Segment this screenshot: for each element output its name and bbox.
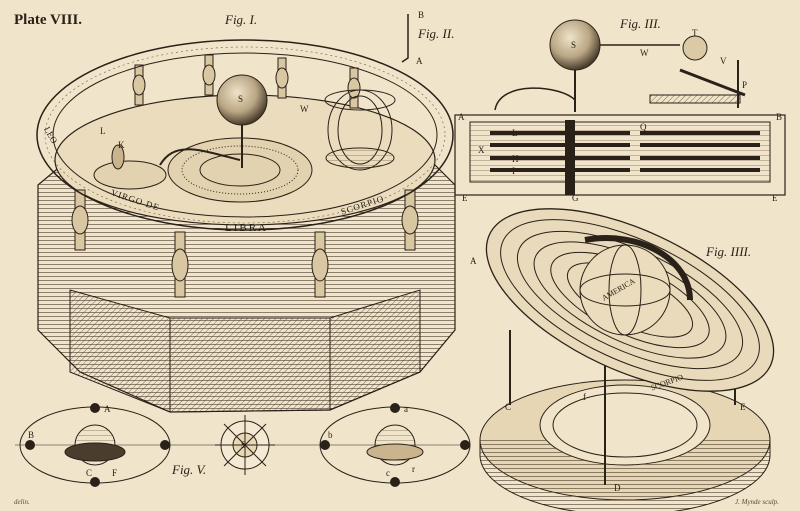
letter-e-fig4: E [740, 402, 746, 412]
letter-v-fig3: V [720, 56, 727, 66]
letter-e-fig3: E [462, 193, 468, 203]
fig4-label: Fig. IIII. [706, 244, 752, 259]
letter-h-fig3: H [512, 154, 519, 164]
letter-c-low-fig5: c [386, 468, 390, 478]
footer-draftsman: delin. [14, 498, 30, 506]
letter-c-fig5: C [86, 468, 93, 478]
fig4-tellurian [479, 208, 775, 511]
letter-l-fig1: L [100, 126, 106, 136]
letter-w-fig1: W [300, 104, 309, 114]
letter-b-fig3: B [776, 112, 783, 122]
fig3-section [454, 19, 786, 196]
fig2-label: Fig. II. [418, 26, 455, 41]
letter-c-fig4: C [505, 402, 512, 412]
letter-q-fig3: Q [640, 122, 647, 132]
letter-a-fig3: A [458, 112, 465, 122]
sun-s-fig1: S [238, 94, 244, 104]
letter-x-fig3: X [478, 145, 485, 155]
footer-engraver: J. Mynde sculp. [735, 498, 779, 506]
sun-s-fig3: S [571, 40, 577, 50]
fig1-orrery [36, 39, 456, 413]
fig1-label: Fig. I. [225, 12, 258, 27]
letter-b-fig5: B [28, 430, 35, 440]
letter-e2-fig3: E [772, 193, 778, 203]
letter-b-low-fig5: b [328, 430, 333, 440]
letter-f-fig5: F [112, 468, 118, 478]
letter-t-fig3: T [692, 28, 698, 38]
letter-a-low-fig5: a [404, 404, 408, 414]
letter-r-fig5: r [412, 464, 415, 474]
letter-f-fig4: f [583, 392, 586, 402]
letter-g-fig3: G [572, 193, 579, 203]
letter-a-fig2: A [416, 56, 423, 66]
letter-a-fig4: A [470, 256, 477, 266]
fig2-crank [401, 14, 409, 63]
letter-a-fig5: A [104, 404, 111, 414]
plate-title: Plate VIII. [14, 12, 83, 28]
letter-d-fig4: D [614, 483, 621, 493]
fig5-label: Fig. V. [172, 462, 207, 477]
fig5-seasons [15, 403, 471, 487]
fig3-label: Fig. III. [620, 16, 661, 31]
zodiac-libra: LIBRA [225, 222, 268, 234]
letter-k-fig1: K [118, 140, 125, 150]
letter-b-fig2: B [418, 10, 425, 20]
sun-s-fig5: S [241, 440, 247, 450]
letter-w-fig3: W [640, 48, 649, 58]
letter-i-fig3: I [512, 166, 515, 176]
letter-p-fig3: P [742, 80, 748, 90]
letter-l-fig3: L [512, 128, 518, 138]
